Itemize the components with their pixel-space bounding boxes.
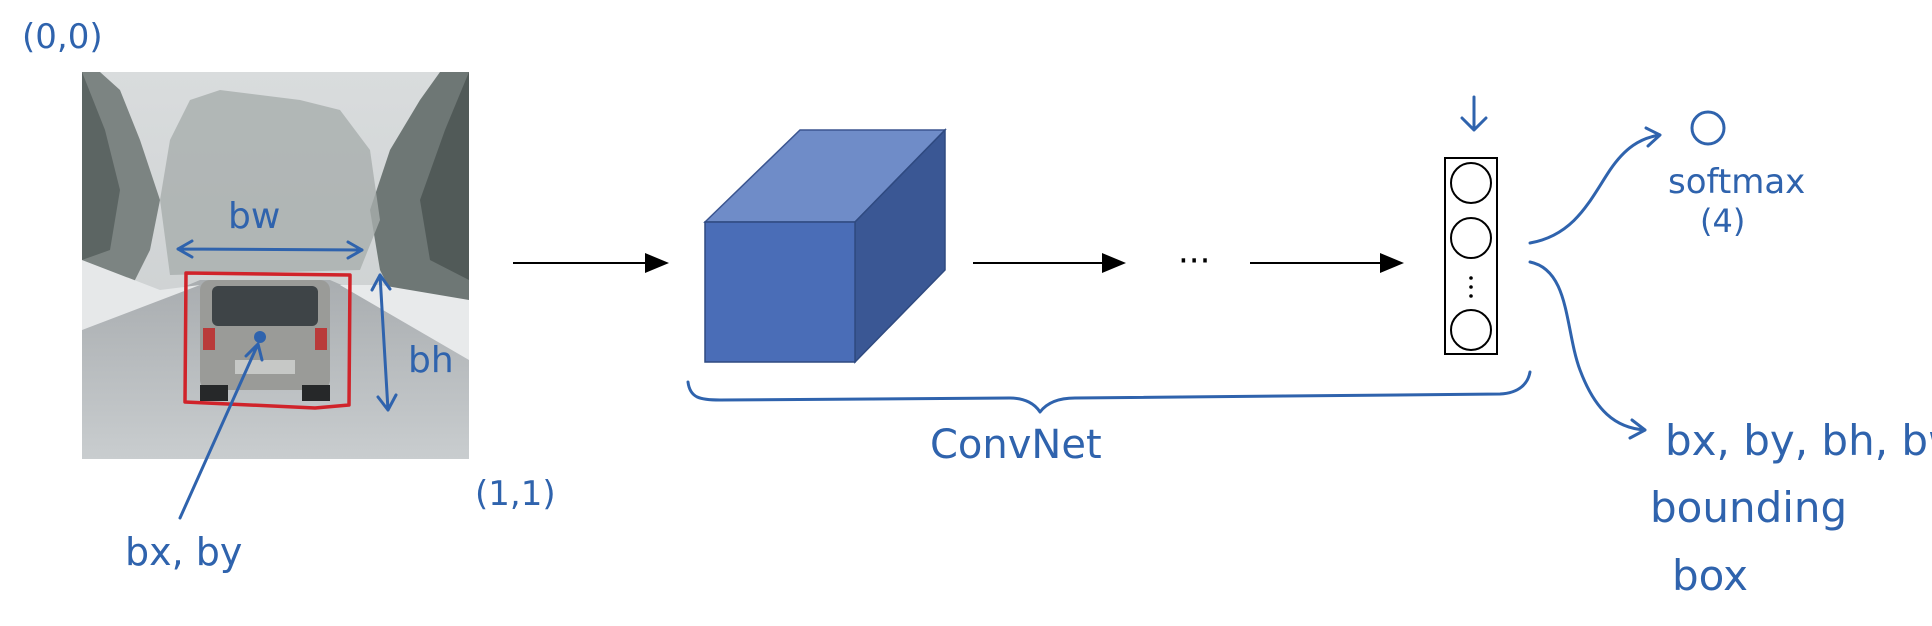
fc-neuron (1450, 162, 1492, 204)
softmax-classes-label: (4) (1700, 202, 1745, 240)
center-dot (254, 331, 266, 343)
fc-neuron (1450, 309, 1492, 351)
bh-arrow (370, 273, 398, 412)
input-image (82, 72, 469, 459)
bbox-caption-line1: bounding (1650, 483, 1847, 532)
origin-label: (0,0) (22, 17, 103, 57)
center-pointer (178, 342, 264, 520)
convnet-label: ConvNet (930, 422, 1102, 468)
bbox-output-arrow (1528, 260, 1647, 440)
fc-neuron (1450, 217, 1492, 259)
corner-label: (1,1) (475, 474, 556, 514)
fc-dots (1469, 285, 1473, 289)
convnet-volume (703, 128, 947, 364)
bbox-outputs-label: bx, by, bh, bw (1665, 416, 1932, 465)
bh-label: bh (408, 340, 454, 381)
class-output-arrow (1528, 126, 1662, 245)
bbox-caption-line2: box (1672, 551, 1748, 600)
class-output-node (1690, 110, 1726, 146)
fc-layer (1444, 157, 1498, 355)
fc-down-arrow (1460, 95, 1488, 132)
bw-label: bw (228, 196, 280, 237)
convnet-brace (686, 370, 1532, 414)
softmax-label: softmax (1668, 162, 1805, 202)
center-label: bx, by (125, 530, 242, 574)
car (200, 280, 330, 401)
fc-dots (1469, 294, 1473, 298)
fc-dots (1469, 276, 1473, 280)
red-bounding-box (183, 271, 352, 410)
layers-ellipsis: ··· (1178, 241, 1210, 281)
bw-arrow (176, 239, 364, 260)
